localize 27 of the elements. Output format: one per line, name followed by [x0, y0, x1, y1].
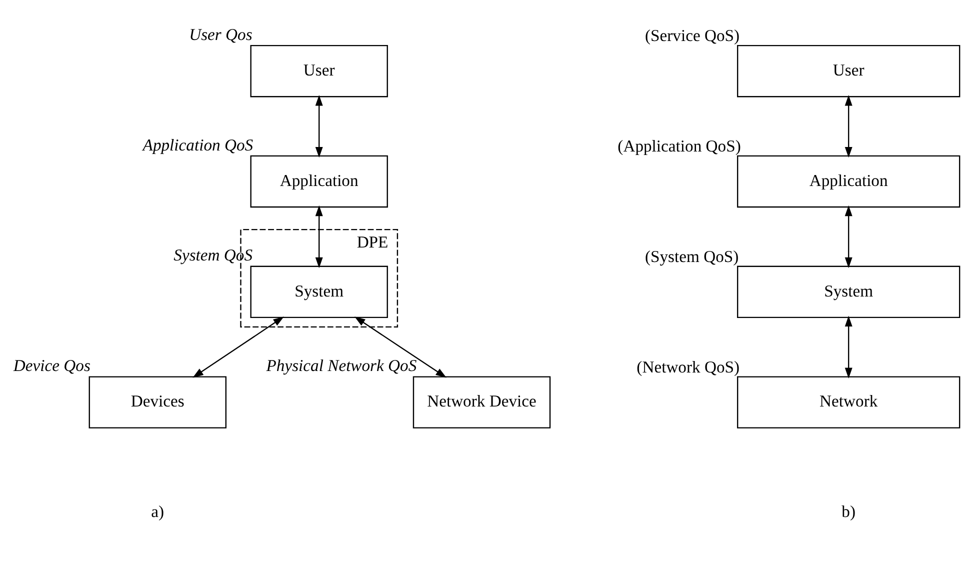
node-label: Physical Network QoS — [266, 356, 417, 375]
label: a) — [151, 502, 164, 521]
node-box: System — [250, 265, 388, 318]
node-label: (Service QoS) — [644, 26, 740, 45]
arrow — [315, 204, 323, 268]
node-box: Network Device — [412, 376, 551, 428]
node-box: User — [250, 44, 388, 97]
arrow — [315, 94, 323, 158]
node-box: Application — [250, 154, 388, 208]
node-label: User Qos — [189, 24, 252, 44]
arrow — [354, 316, 446, 378]
node-label: Application QoS — [142, 134, 254, 154]
node-label: (Network QoS) — [636, 356, 740, 376]
arrow — [844, 204, 852, 268]
arrow — [844, 94, 852, 158]
node-label: System QoS — [174, 245, 253, 264]
node-label: Device Qos — [13, 356, 90, 375]
node-box: Network — [737, 376, 960, 428]
node-box: User — [737, 44, 960, 97]
arrow — [844, 315, 852, 378]
node-label: (System QoS) — [644, 246, 739, 266]
node-label: (Application QoS) — [618, 136, 741, 155]
node-box: System — [737, 265, 960, 318]
node-box: Devices — [88, 376, 226, 428]
arrow — [192, 316, 284, 378]
node-box: Application — [737, 154, 960, 208]
label: b) — [842, 502, 856, 521]
